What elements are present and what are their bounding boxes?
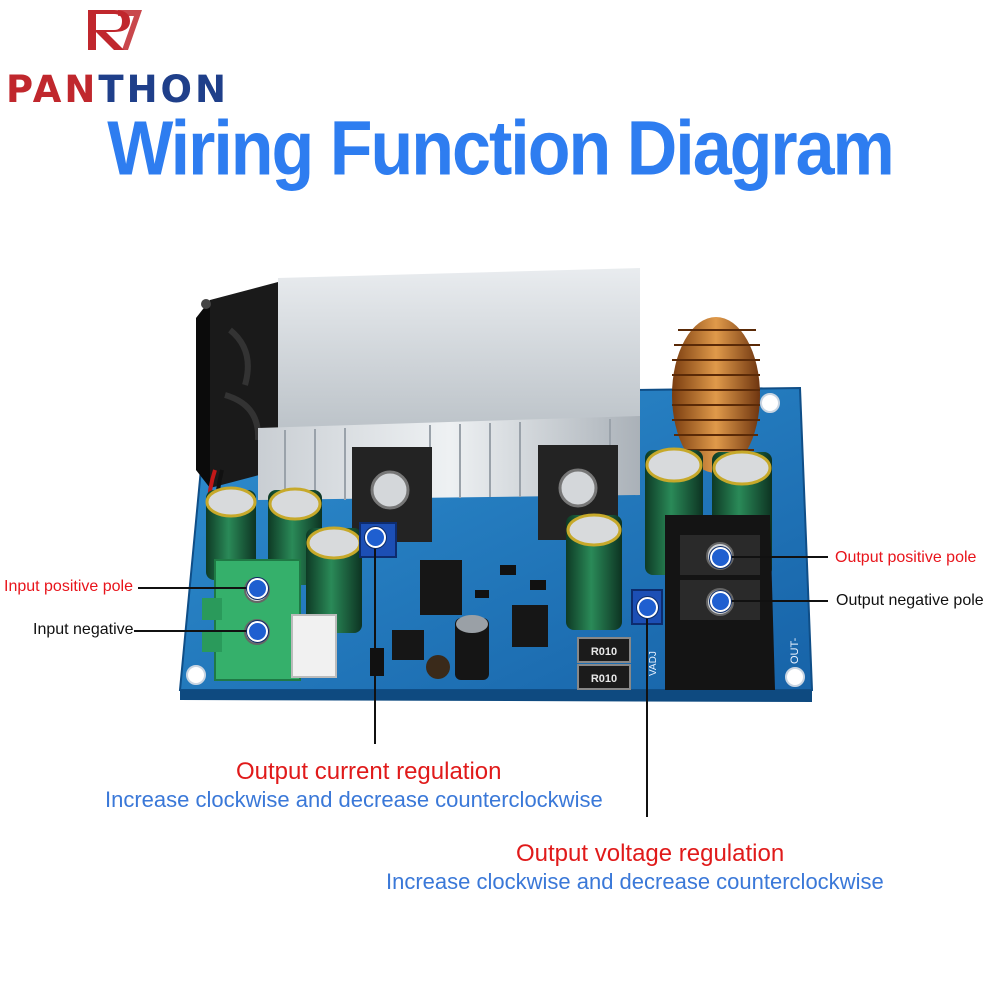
voltage-regulation-hint: Increase clockwise and decrease counterc… <box>386 869 884 894</box>
marker-output-negative <box>710 591 731 612</box>
marker-input-positive <box>247 578 268 599</box>
label-output-negative: Output negative pole <box>836 592 984 609</box>
leader-input-positive <box>138 587 256 589</box>
marker-voltage-pot <box>637 597 658 618</box>
label-input-positive: Input positive pole <box>4 578 133 595</box>
out-minus-silkscreen: OUT- <box>789 637 801 664</box>
current-regulation-hint: Increase clockwise and decrease counterc… <box>105 787 603 812</box>
leader-output-negative <box>722 600 828 602</box>
shunt-resistor-label-a: R010 <box>591 646 617 658</box>
brand-name: PANTHON <box>6 68 229 112</box>
rp-monogram-icon <box>88 10 142 50</box>
marker-input-negative <box>247 621 268 642</box>
label-output-positive: Output positive pole <box>835 549 977 566</box>
page-title: Wiring Function Diagram <box>107 105 895 191</box>
label-input-negative: Input negative <box>33 621 134 638</box>
voltage-regulation-title: Output voltage regulation <box>516 840 785 867</box>
shunt-resistor-label-b: R010 <box>591 673 617 685</box>
brand-name-part1: PAN <box>6 68 99 111</box>
vadj-silkscreen: VADJ <box>648 651 659 676</box>
marker-current-pot <box>365 527 386 548</box>
brand-name-part2: THON <box>98 68 229 111</box>
leader-input-negative <box>134 630 256 632</box>
leader-voltage-regulation <box>646 607 648 817</box>
marker-output-positive <box>710 547 731 568</box>
leader-output-positive <box>722 556 828 558</box>
current-regulation-title: Output current regulation <box>236 758 502 785</box>
leader-current-regulation <box>374 538 376 744</box>
